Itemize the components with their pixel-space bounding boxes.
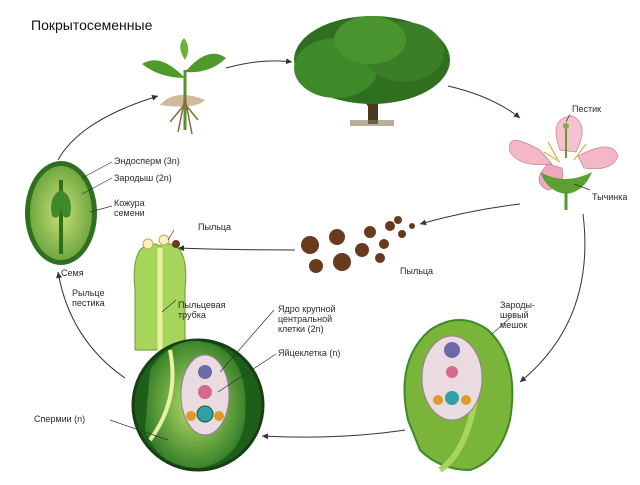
cycle-arrows xyxy=(56,58,586,440)
arrow-pollen-to-stigma xyxy=(177,245,296,252)
label-trubka-line1: Пыльцевая xyxy=(178,300,226,310)
label-pestik: Пестик xyxy=(572,104,602,114)
label-kozhura-line2: семени xyxy=(114,208,145,218)
label-pyltsa-right: Пыльца xyxy=(400,266,434,276)
label-yadro-line3: клетки (2n) xyxy=(278,324,324,334)
arrow-seedling-to-tree xyxy=(225,58,293,69)
label-spermii: Спермии (n) xyxy=(34,414,86,424)
arrow-seed-to-seedling xyxy=(57,94,159,161)
flower-illustration xyxy=(509,115,619,210)
pollen-grains xyxy=(301,216,415,273)
label-zarodysh: Зародыш (2n) xyxy=(114,173,172,183)
label-kozhura-line1: Кожура xyxy=(114,198,145,208)
fertilization-closeup xyxy=(131,338,265,472)
label-ryltse-line2: пестика xyxy=(72,298,105,308)
arrow-flower-to-ovule xyxy=(519,213,586,383)
label-yadro-line1: Ядро крупной xyxy=(278,304,336,314)
ovule-illustration xyxy=(403,319,514,473)
tree-illustration xyxy=(294,16,450,126)
label-pyltsa-top: Пыльца xyxy=(198,222,232,232)
label-semya: Семя xyxy=(61,268,84,278)
label-zarodysh-meshok-line2: шевый xyxy=(500,310,529,320)
page-title: Покрытосеменные xyxy=(31,17,153,33)
label-tychinka: Тычинка xyxy=(592,192,628,202)
label-yadro-line2: центральной xyxy=(278,314,333,324)
label-yaytsekletka: Яйцеклетка (n) xyxy=(278,348,341,358)
label-pointers xyxy=(81,113,591,441)
label-zarodysh-meshok-line1: Зароды- xyxy=(500,300,535,310)
pistil-with-pollen-tube xyxy=(133,234,187,360)
arrow-ovule-to-fertilization xyxy=(261,429,406,440)
label-zarodysh-meshok-line3: мешок xyxy=(500,320,528,330)
arrow-fertilization-to-seed xyxy=(56,271,126,379)
seedling-illustration xyxy=(142,38,226,135)
arrow-tree-to-flower xyxy=(447,85,521,119)
label-endosperm: Эндосперм (3n) xyxy=(114,156,180,166)
label-trubka-line2: трубка xyxy=(178,310,206,320)
seed-cross-section xyxy=(25,161,97,265)
arrow-flower-to-pollen xyxy=(419,203,521,226)
label-ryltse-line1: Рыльце xyxy=(72,288,105,298)
